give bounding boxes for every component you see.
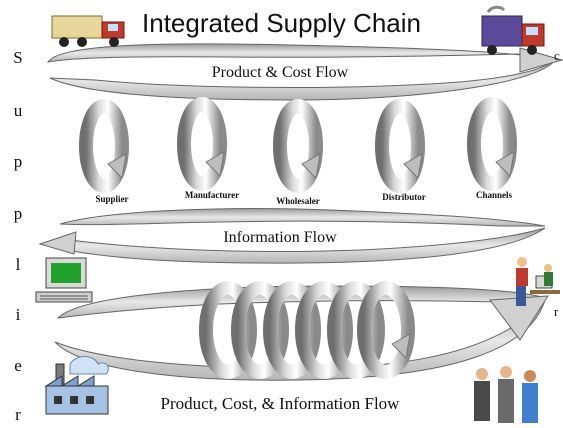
integrated-spiral bbox=[199, 281, 415, 379]
diagram-title: Integrated Supply Chain bbox=[142, 8, 421, 38]
truck-icon bbox=[481, 5, 545, 55]
factory-icon bbox=[44, 356, 109, 415]
stage-label-supplier: Supplier bbox=[95, 194, 129, 204]
stage-label-channels: Channels bbox=[475, 190, 512, 200]
combined-flow-band bbox=[54, 285, 549, 381]
side-letter: u bbox=[13, 101, 23, 120]
product-cost-flow-band bbox=[46, 43, 563, 101]
side-letter: i bbox=[15, 305, 21, 324]
ring-distributor bbox=[375, 99, 425, 193]
combined-flow-label: Product, Cost, & Information Flow bbox=[160, 394, 400, 413]
delivery-truck-icon bbox=[51, 15, 125, 47]
ring-supplier bbox=[79, 99, 129, 193]
right-edge-letter: r bbox=[554, 304, 559, 319]
information-flow-band bbox=[38, 208, 546, 264]
product-cost-flow-label: Product & Cost Flow bbox=[211, 64, 349, 81]
side-letter: l bbox=[15, 255, 21, 274]
stage-rings bbox=[79, 97, 517, 193]
computer-icon bbox=[35, 257, 93, 303]
stage-label-wholesaler: Wholesaler bbox=[276, 196, 320, 206]
information-flow-label: Information Flow bbox=[223, 229, 337, 246]
stage-label-manufacturer: Manufacturer bbox=[184, 190, 240, 200]
stage-label-distributor: Distributor bbox=[382, 192, 426, 202]
side-letter: S bbox=[13, 48, 23, 67]
ring-manufacturer bbox=[177, 97, 227, 191]
business-people-icon bbox=[474, 366, 538, 423]
side-letter: r bbox=[15, 405, 21, 424]
ring-wholesaler bbox=[273, 99, 323, 193]
ring-channels bbox=[467, 97, 517, 191]
side-letter: p bbox=[13, 204, 23, 223]
right-edge-letter: c bbox=[554, 48, 560, 63]
people-at-computer-icon bbox=[516, 257, 560, 306]
side-letter: e bbox=[14, 356, 22, 375]
side-letter: p bbox=[13, 152, 23, 171]
